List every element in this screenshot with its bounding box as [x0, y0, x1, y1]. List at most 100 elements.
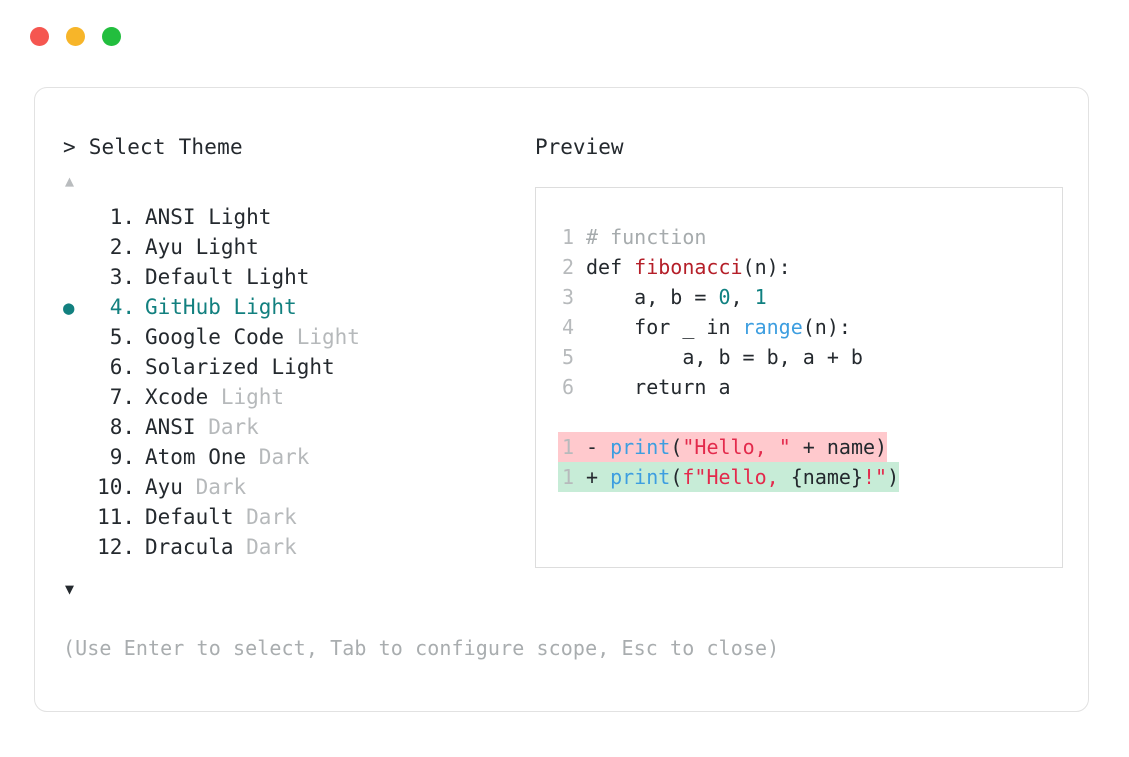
theme-item-variant: Light — [233, 265, 310, 289]
theme-list-item[interactable]: 3. Default Light — [63, 262, 533, 292]
select-theme-prompt: > Select Theme — [63, 134, 533, 160]
code-spacer — [536, 402, 1062, 432]
line-number: 1 — [561, 225, 574, 249]
theme-list-item[interactable]: 8. ANSI Dark — [63, 412, 533, 442]
code-line: 6 return a — [536, 372, 1062, 402]
theme-item-variant: Light — [208, 385, 285, 409]
theme-item-name: Xcode — [145, 385, 209, 409]
theme-item-variant: Dark — [233, 505, 297, 529]
scroll-down-icon[interactable]: ▼ — [65, 580, 75, 598]
code-token: for _ in — [586, 315, 743, 339]
line-number: 4 — [561, 315, 574, 339]
theme-selector-card: > Select Theme ▲ 1.ANSI Light 2.Ayu Ligh… — [34, 87, 1089, 712]
theme-list-item[interactable]: 2.Ayu Light — [63, 232, 533, 262]
code-token: f"Hello, — [682, 465, 791, 489]
bullet-placeholder — [63, 413, 89, 443]
theme-item-name: GitHub — [145, 295, 221, 319]
theme-item-variant: Dark — [233, 535, 297, 559]
scroll-up-icon[interactable]: ▲ — [65, 172, 75, 190]
theme-list-item[interactable]: 7. Xcode Light — [63, 382, 533, 412]
theme-item-name: ANSI — [145, 205, 196, 229]
theme-item-number: 9. — [109, 445, 135, 469]
code-token: return a — [586, 375, 731, 399]
window-maximize-button[interactable] — [102, 26, 121, 46]
bullet-placeholder — [63, 443, 89, 473]
code-line: 1 # function — [536, 222, 1062, 252]
theme-item-name: Dracula — [145, 535, 234, 559]
diff-removed-line: 1- print("Hello, " + name) — [536, 432, 1062, 462]
theme-list-item[interactable]: 5.Google Code Light — [63, 322, 533, 352]
bullet-placeholder — [63, 383, 89, 413]
code-token: (n): — [742, 255, 791, 279]
line-number: 1 — [561, 465, 574, 489]
code-token: ( — [670, 435, 683, 459]
code-token: 0 — [718, 285, 731, 309]
theme-item-name: Default — [145, 265, 234, 289]
line-number: 1 — [561, 435, 574, 459]
theme-list-item[interactable]: 9. Atom One Dark — [63, 442, 533, 472]
theme-selector-pane: > Select Theme ▲ 1.ANSI Light 2.Ayu Ligh… — [63, 134, 533, 600]
code-line: 3 a, b = 0, 1 — [536, 282, 1062, 312]
theme-item-variant: Dark — [195, 415, 259, 439]
window-minimize-button[interactable] — [66, 26, 85, 46]
theme-list-item[interactable]: 6.Solarized Light — [63, 352, 533, 382]
code-token: , — [730, 285, 755, 309]
theme-item-number: 11. — [97, 505, 135, 529]
code-token: ( — [670, 465, 683, 489]
line-number: 6 — [561, 375, 574, 399]
theme-item-name: Solarized — [145, 355, 259, 379]
code-token: # function — [586, 225, 707, 249]
theme-item-variant: Light — [258, 355, 335, 379]
code-token: + name) — [790, 435, 888, 459]
theme-item-name: Google Code — [145, 325, 285, 349]
code-token: !" — [862, 465, 888, 489]
code-token: "Hello, " — [682, 435, 791, 459]
theme-list-item[interactable]: 11.Default Dark — [63, 502, 533, 532]
theme-item-number: 2. — [109, 235, 135, 259]
theme-item-name: Atom One — [145, 445, 247, 469]
bullet-placeholder — [63, 473, 89, 503]
bullet-placeholder — [63, 203, 89, 233]
code-line: 4 for _ in range(n): — [536, 312, 1062, 342]
theme-item-name: ANSI — [145, 415, 196, 439]
preview-title: Preview — [535, 135, 624, 159]
theme-item-variant: Dark — [182, 475, 247, 499]
diff-sign: + — [586, 465, 611, 489]
code-token: {name} — [790, 465, 863, 489]
diff-line-content: 1+ print(f"Hello, {name}!") — [558, 462, 900, 492]
code-token: range — [742, 315, 803, 339]
theme-list-item[interactable]: 12. Dracula Dark — [63, 532, 533, 562]
theme-item-number: 12. — [97, 535, 135, 559]
code-token: print — [610, 435, 671, 459]
line-number: 2 — [561, 255, 574, 279]
theme-item-number: 10. — [97, 475, 135, 499]
theme-item-number: 3. — [109, 265, 135, 289]
code-token: a, b = — [586, 285, 719, 309]
line-number: 3 — [561, 285, 574, 309]
theme-list-item[interactable]: 1.ANSI Light — [63, 202, 533, 232]
code-token: a, b = b, a + b — [586, 345, 863, 369]
code-line: 2 def fibonacci(n): — [536, 252, 1062, 282]
keyboard-help-text: (Use Enter to select, Tab to configure s… — [63, 636, 780, 660]
line-number: 5 — [561, 345, 574, 369]
code-token: def — [586, 255, 635, 279]
theme-list-item[interactable]: ●4.GitHub Light — [63, 292, 533, 322]
code-token: (n): — [802, 315, 851, 339]
theme-list: 1.ANSI Light 2.Ayu Light 3. Default Light… — [63, 202, 533, 562]
theme-list-item[interactable]: 10.Ayu Dark — [63, 472, 533, 502]
theme-item-variant: Light — [195, 205, 272, 229]
theme-item-number: 4. — [109, 295, 135, 319]
bullet-placeholder — [63, 353, 89, 383]
code-token: 1 — [754, 285, 767, 309]
theme-item-variant: Light — [284, 325, 360, 349]
selected-bullet-icon: ● — [63, 297, 75, 319]
window-close-button[interactable] — [30, 26, 49, 46]
theme-item-number: 7. — [109, 385, 135, 409]
code-token: ) — [887, 465, 900, 489]
code-token: fibonacci — [634, 255, 743, 279]
theme-item-number: 8. — [109, 415, 135, 439]
theme-item-variant: Dark — [246, 445, 310, 469]
